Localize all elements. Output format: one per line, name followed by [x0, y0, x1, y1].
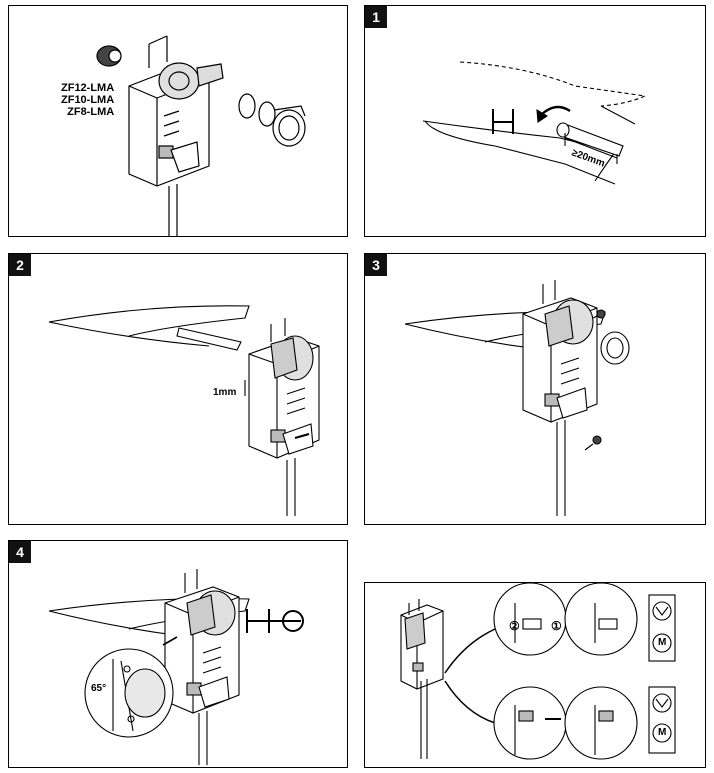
model-list: ZF12-LMA ZF10-LMA ZF8-LMA: [61, 82, 114, 118]
angle-illustration: [48, 569, 304, 765]
step-number-badge: 3: [365, 254, 387, 276]
model-label: ZF12-LMA: [61, 82, 115, 94]
callout-two-label: ②: [509, 619, 520, 633]
step-number-badge: 4: [9, 541, 31, 563]
panel-intro: ZF12-LMA ZF10-LMA ZF8-LMA: [8, 5, 348, 237]
manual-override-illustration: [400, 583, 676, 760]
shaft-illustration: [422, 61, 647, 185]
panel-step-2: 2 1mm: [8, 253, 348, 525]
mount-illustration: [48, 305, 320, 516]
angle-label: 65°: [91, 683, 107, 694]
clamp-illustration: [404, 280, 630, 516]
model-label: ZF8-LMA: [67, 106, 115, 118]
panel-step-1: 1 ≥20mm: [364, 5, 706, 237]
panel-step-4: 4 65°: [8, 540, 348, 768]
panel-step-3: 3: [364, 253, 706, 525]
actuator-exploded-illustration: [96, 35, 306, 236]
step-number-badge: 1: [365, 6, 387, 28]
model-label: ZF10-LMA: [61, 94, 115, 106]
motor-symbol-top-label: M: [658, 637, 667, 648]
gap-dimension-label: 1mm: [213, 387, 237, 398]
callout-one-label: ①: [551, 619, 562, 633]
panel-manual-override: ② ① M M: [364, 582, 706, 768]
step-number-badge: 2: [9, 254, 31, 276]
motor-symbol-bottom-label: M: [658, 727, 667, 738]
